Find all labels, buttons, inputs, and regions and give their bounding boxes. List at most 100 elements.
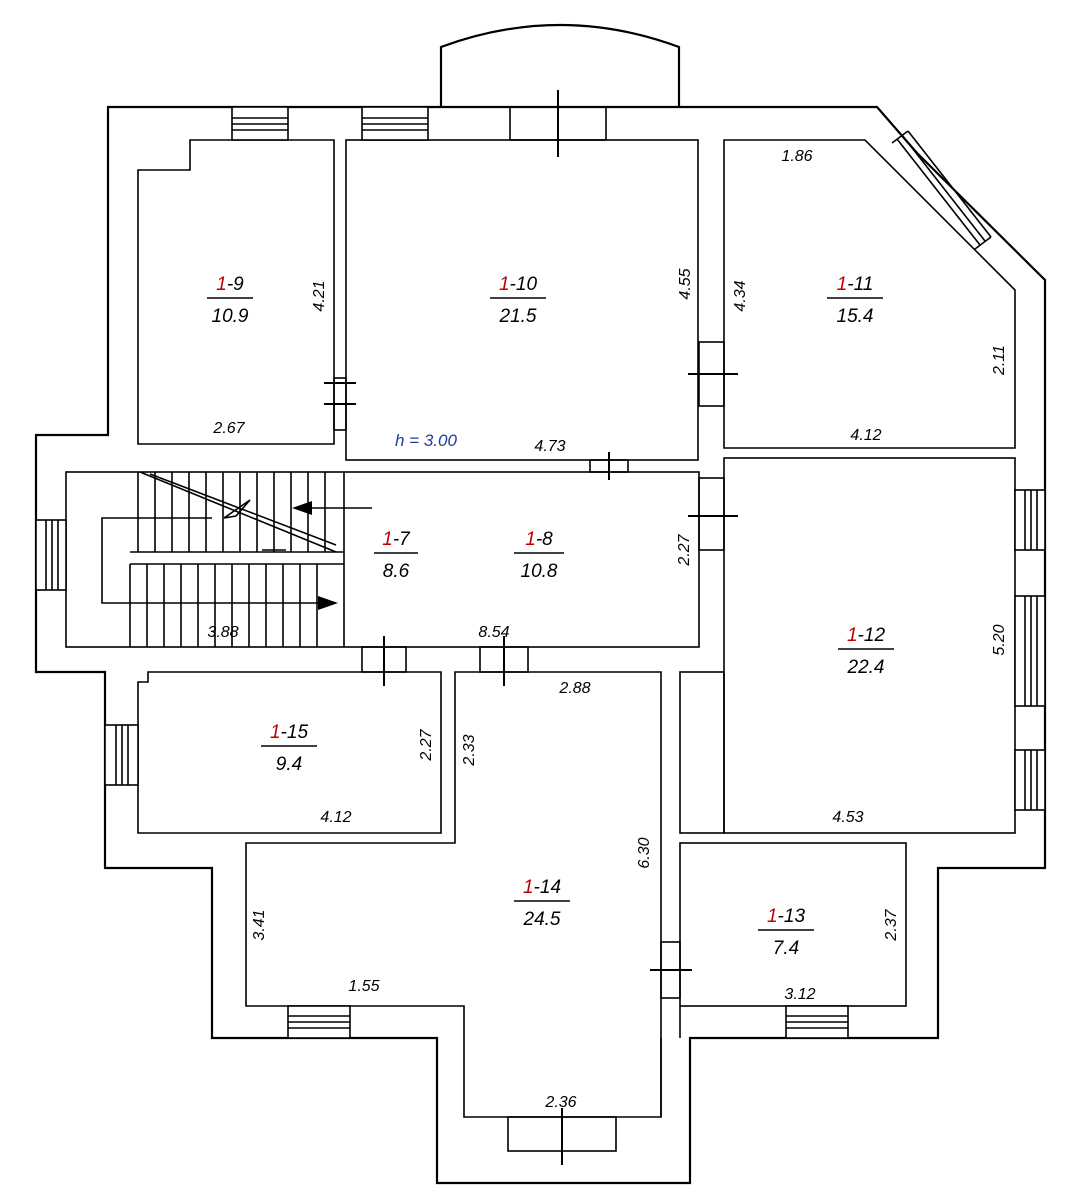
window-top-1-9 — [231, 106, 289, 141]
window-top-1-10 — [361, 106, 429, 141]
outer-walls — [34, 23, 1047, 1185]
room-label-1-11: 1-11 15.4 — [827, 274, 883, 327]
floor-prefix: 1 — [767, 906, 778, 927]
svg-text:1-15: 1-15 — [270, 722, 308, 743]
room-outline-1-7-1-8 — [65, 471, 700, 648]
dim-1-14-left-width: 1.55 — [348, 978, 379, 995]
dim-1-11-right: 2.11 — [991, 345, 1008, 376]
floor-prefix: 1 — [499, 274, 510, 295]
dim-1-11-left: 4.34 — [732, 280, 749, 311]
door-balcony-bottom — [507, 1108, 617, 1165]
door-1-14 — [479, 636, 529, 686]
svg-text:1-8: 1-8 — [525, 529, 553, 550]
room-outline-1-10 — [345, 139, 699, 461]
room-area: 9.4 — [276, 754, 302, 775]
svg-text:1-14: 1-14 — [523, 877, 561, 898]
dim-1-11-bottom: 4.12 — [850, 427, 881, 444]
floor-prefix: 1 — [837, 274, 848, 295]
room-area: 8.6 — [383, 561, 410, 582]
svg-text:1-10: 1-10 — [499, 274, 537, 295]
windows — [35, 106, 1046, 1039]
stair-arrow-up-icon — [292, 501, 312, 515]
dim-1-14-bottom-width: 2.36 — [544, 1094, 576, 1111]
svg-text:1-7: 1-7 — [382, 529, 411, 550]
stair-break-line — [139, 471, 337, 553]
bay-window-outline — [439, 23, 681, 107]
dim-1-8-height: 2.27 — [676, 533, 693, 566]
room-label-1-12: 1-12 22.4 — [838, 625, 894, 678]
door-1-9 — [324, 377, 356, 431]
floor-prefix: 1 — [382, 529, 393, 550]
stair-break-mark — [223, 499, 251, 519]
dim-1-14-upper-height: 2.33 — [461, 734, 478, 766]
dim-1-8-width: 8.54 — [478, 624, 509, 641]
room-label-1-14: 1-14 24.5 — [514, 877, 570, 930]
doors — [324, 90, 738, 1165]
room-number: -14 — [534, 877, 561, 898]
room-outline-1-9 — [137, 139, 335, 445]
ceiling-height-note: h = 3.00 — [395, 431, 457, 450]
room-number: -13 — [778, 906, 806, 927]
outer-wall-outline — [34, 105, 1047, 1185]
room-number: -9 — [227, 274, 244, 295]
room-outline-1-12-left — [679, 671, 725, 834]
dimension-labels: 4.21 2.67 4.55 4.73 1.86 4.34 2.11 4.12 … — [207, 148, 1008, 1111]
room-area: 7.4 — [773, 938, 799, 959]
room-area: 22.4 — [847, 657, 885, 678]
room-number: -11 — [847, 274, 873, 295]
door-1-12 — [688, 477, 738, 551]
dim-1-14-height: 6.30 — [636, 837, 653, 868]
floor-prefix: 1 — [525, 529, 536, 550]
window-diagonal-1-11 — [891, 130, 992, 250]
window-right-1-12-upper — [1014, 489, 1046, 551]
dim-1-14-left-height: 3.41 — [251, 909, 268, 940]
dim-1-15-height: 2.27 — [418, 728, 435, 761]
room-label-1-15: 1-15 9.4 — [261, 722, 317, 775]
stair-upper-flight — [137, 472, 345, 647]
svg-text:1-11: 1-11 — [837, 274, 874, 295]
room-label-1-10: 1-10 21.5 — [490, 274, 546, 327]
window-left-1-15 — [104, 724, 139, 786]
floor-prefix: 1 — [216, 274, 227, 295]
floor-prefix: 1 — [847, 625, 858, 646]
window-bottom-1-14 — [287, 1005, 351, 1039]
door-1-15 — [361, 636, 407, 686]
door-1-13 — [650, 941, 692, 999]
room-label-1-7: 1-7 8.6 — [374, 529, 418, 582]
dim-1-15-width: 4.12 — [320, 809, 351, 826]
room-area: 15.4 — [837, 306, 874, 327]
room-area: 24.5 — [523, 909, 561, 930]
floor-prefix: 1 — [270, 722, 281, 743]
dim-1-10-width: 4.73 — [534, 438, 565, 455]
room-outline-1-15 — [137, 671, 442, 834]
stair-walk-path — [101, 517, 330, 604]
door-1-11 — [688, 341, 738, 407]
window-left-stair — [35, 519, 67, 591]
room-label-1-13: 1-13 7.4 — [758, 906, 814, 959]
room-area: 10.9 — [212, 306, 249, 327]
door-hall-top — [589, 452, 629, 480]
svg-text:1-12: 1-12 — [847, 625, 885, 646]
room-number: -7 — [393, 529, 411, 550]
window-right-1-12-lower — [1014, 749, 1046, 811]
dim-1-9-width: 2.67 — [212, 420, 245, 437]
dim-1-12-width: 4.53 — [832, 809, 863, 826]
dim-1-13-width: 3.12 — [784, 986, 815, 1003]
floor-prefix: 1 — [523, 877, 534, 898]
dim-1-10-height: 4.55 — [677, 268, 694, 299]
room-number: -12 — [858, 625, 886, 646]
dim-1-7-width: 3.88 — [207, 624, 238, 641]
room-label-1-9: 1-9 10.9 — [207, 274, 253, 327]
room-labels: 1-9 10.9 1-10 21.5 1-11 15.4 1-7 8.6 1-8… — [207, 274, 894, 959]
room-number: -10 — [510, 274, 538, 295]
window-right-1-12-mid — [1014, 595, 1046, 707]
staircase — [101, 471, 372, 647]
stair-lower-flight — [129, 564, 318, 647]
dim-1-13-height: 2.37 — [883, 908, 900, 941]
svg-text:1-13: 1-13 — [767, 906, 805, 927]
dim-1-12-height: 5.20 — [991, 624, 1008, 655]
dim-1-11-top: 1.86 — [781, 148, 812, 165]
svg-text:1-9: 1-9 — [216, 274, 244, 295]
window-bottom-1-13 — [785, 1005, 849, 1039]
